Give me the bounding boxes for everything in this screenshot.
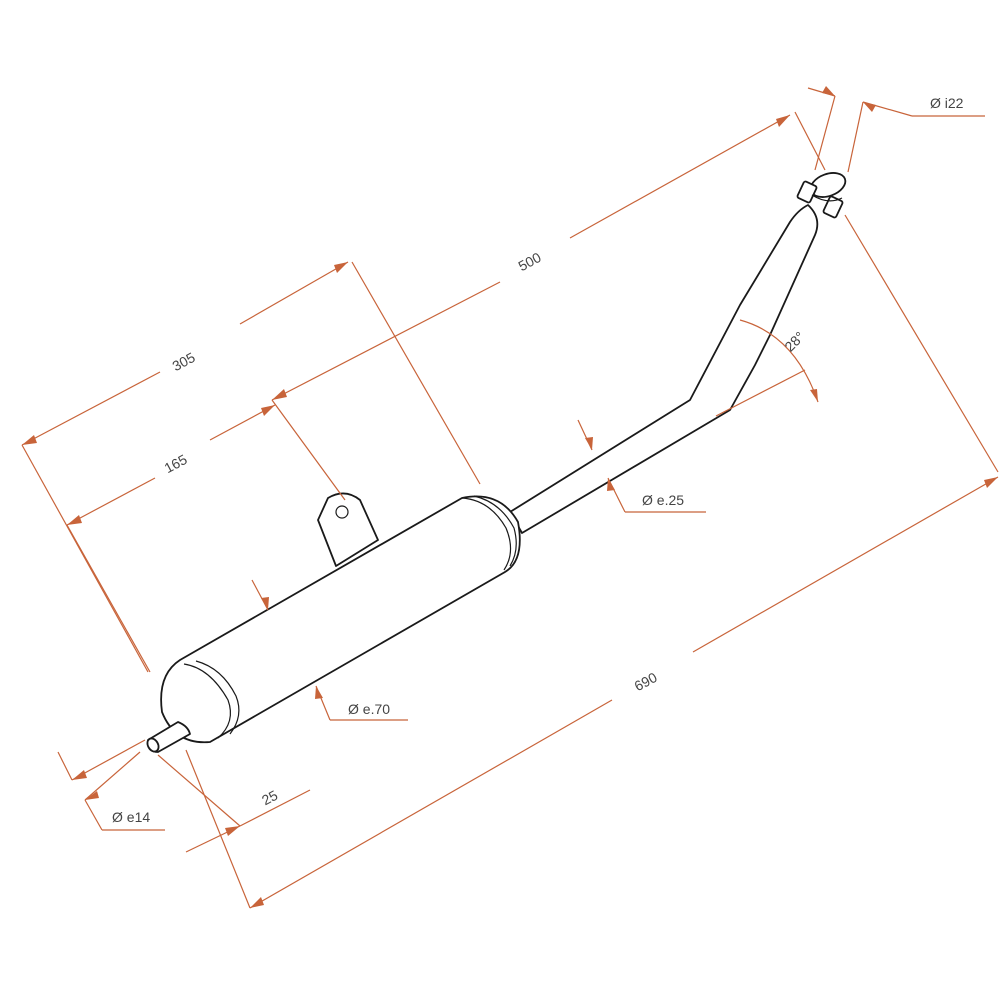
silencer-endcap-left-ring <box>195 660 240 735</box>
silencer-endcap-right-ring <box>473 495 517 567</box>
mounting-bracket <box>317 492 379 567</box>
dim-690-label: 690 <box>632 669 660 694</box>
dia-i22-label: Ø i22 <box>930 95 964 111</box>
dia-e25-label: Ø e.25 <box>642 492 684 508</box>
dim-305-label: 305 <box>170 349 198 374</box>
angle-28-label: 28° <box>781 328 807 354</box>
silencer-endcap-left <box>183 663 231 739</box>
dia-e70-label: Ø e.70 <box>348 701 390 717</box>
silencer-body <box>160 495 521 744</box>
header-flange <box>796 172 847 219</box>
dimension-lines <box>21 86 999 909</box>
exhaust-part <box>146 172 847 753</box>
dim-25-label: 25 <box>259 787 280 809</box>
silencer-endcap-right <box>461 497 512 571</box>
header-pipe <box>509 204 819 534</box>
bracket-hole <box>335 505 349 519</box>
dim-500-label: 500 <box>516 249 544 274</box>
dim-165-label: 165 <box>162 451 190 476</box>
tail-pipe-opening <box>146 737 160 753</box>
dia-e14-label: Ø e14 <box>112 809 150 825</box>
